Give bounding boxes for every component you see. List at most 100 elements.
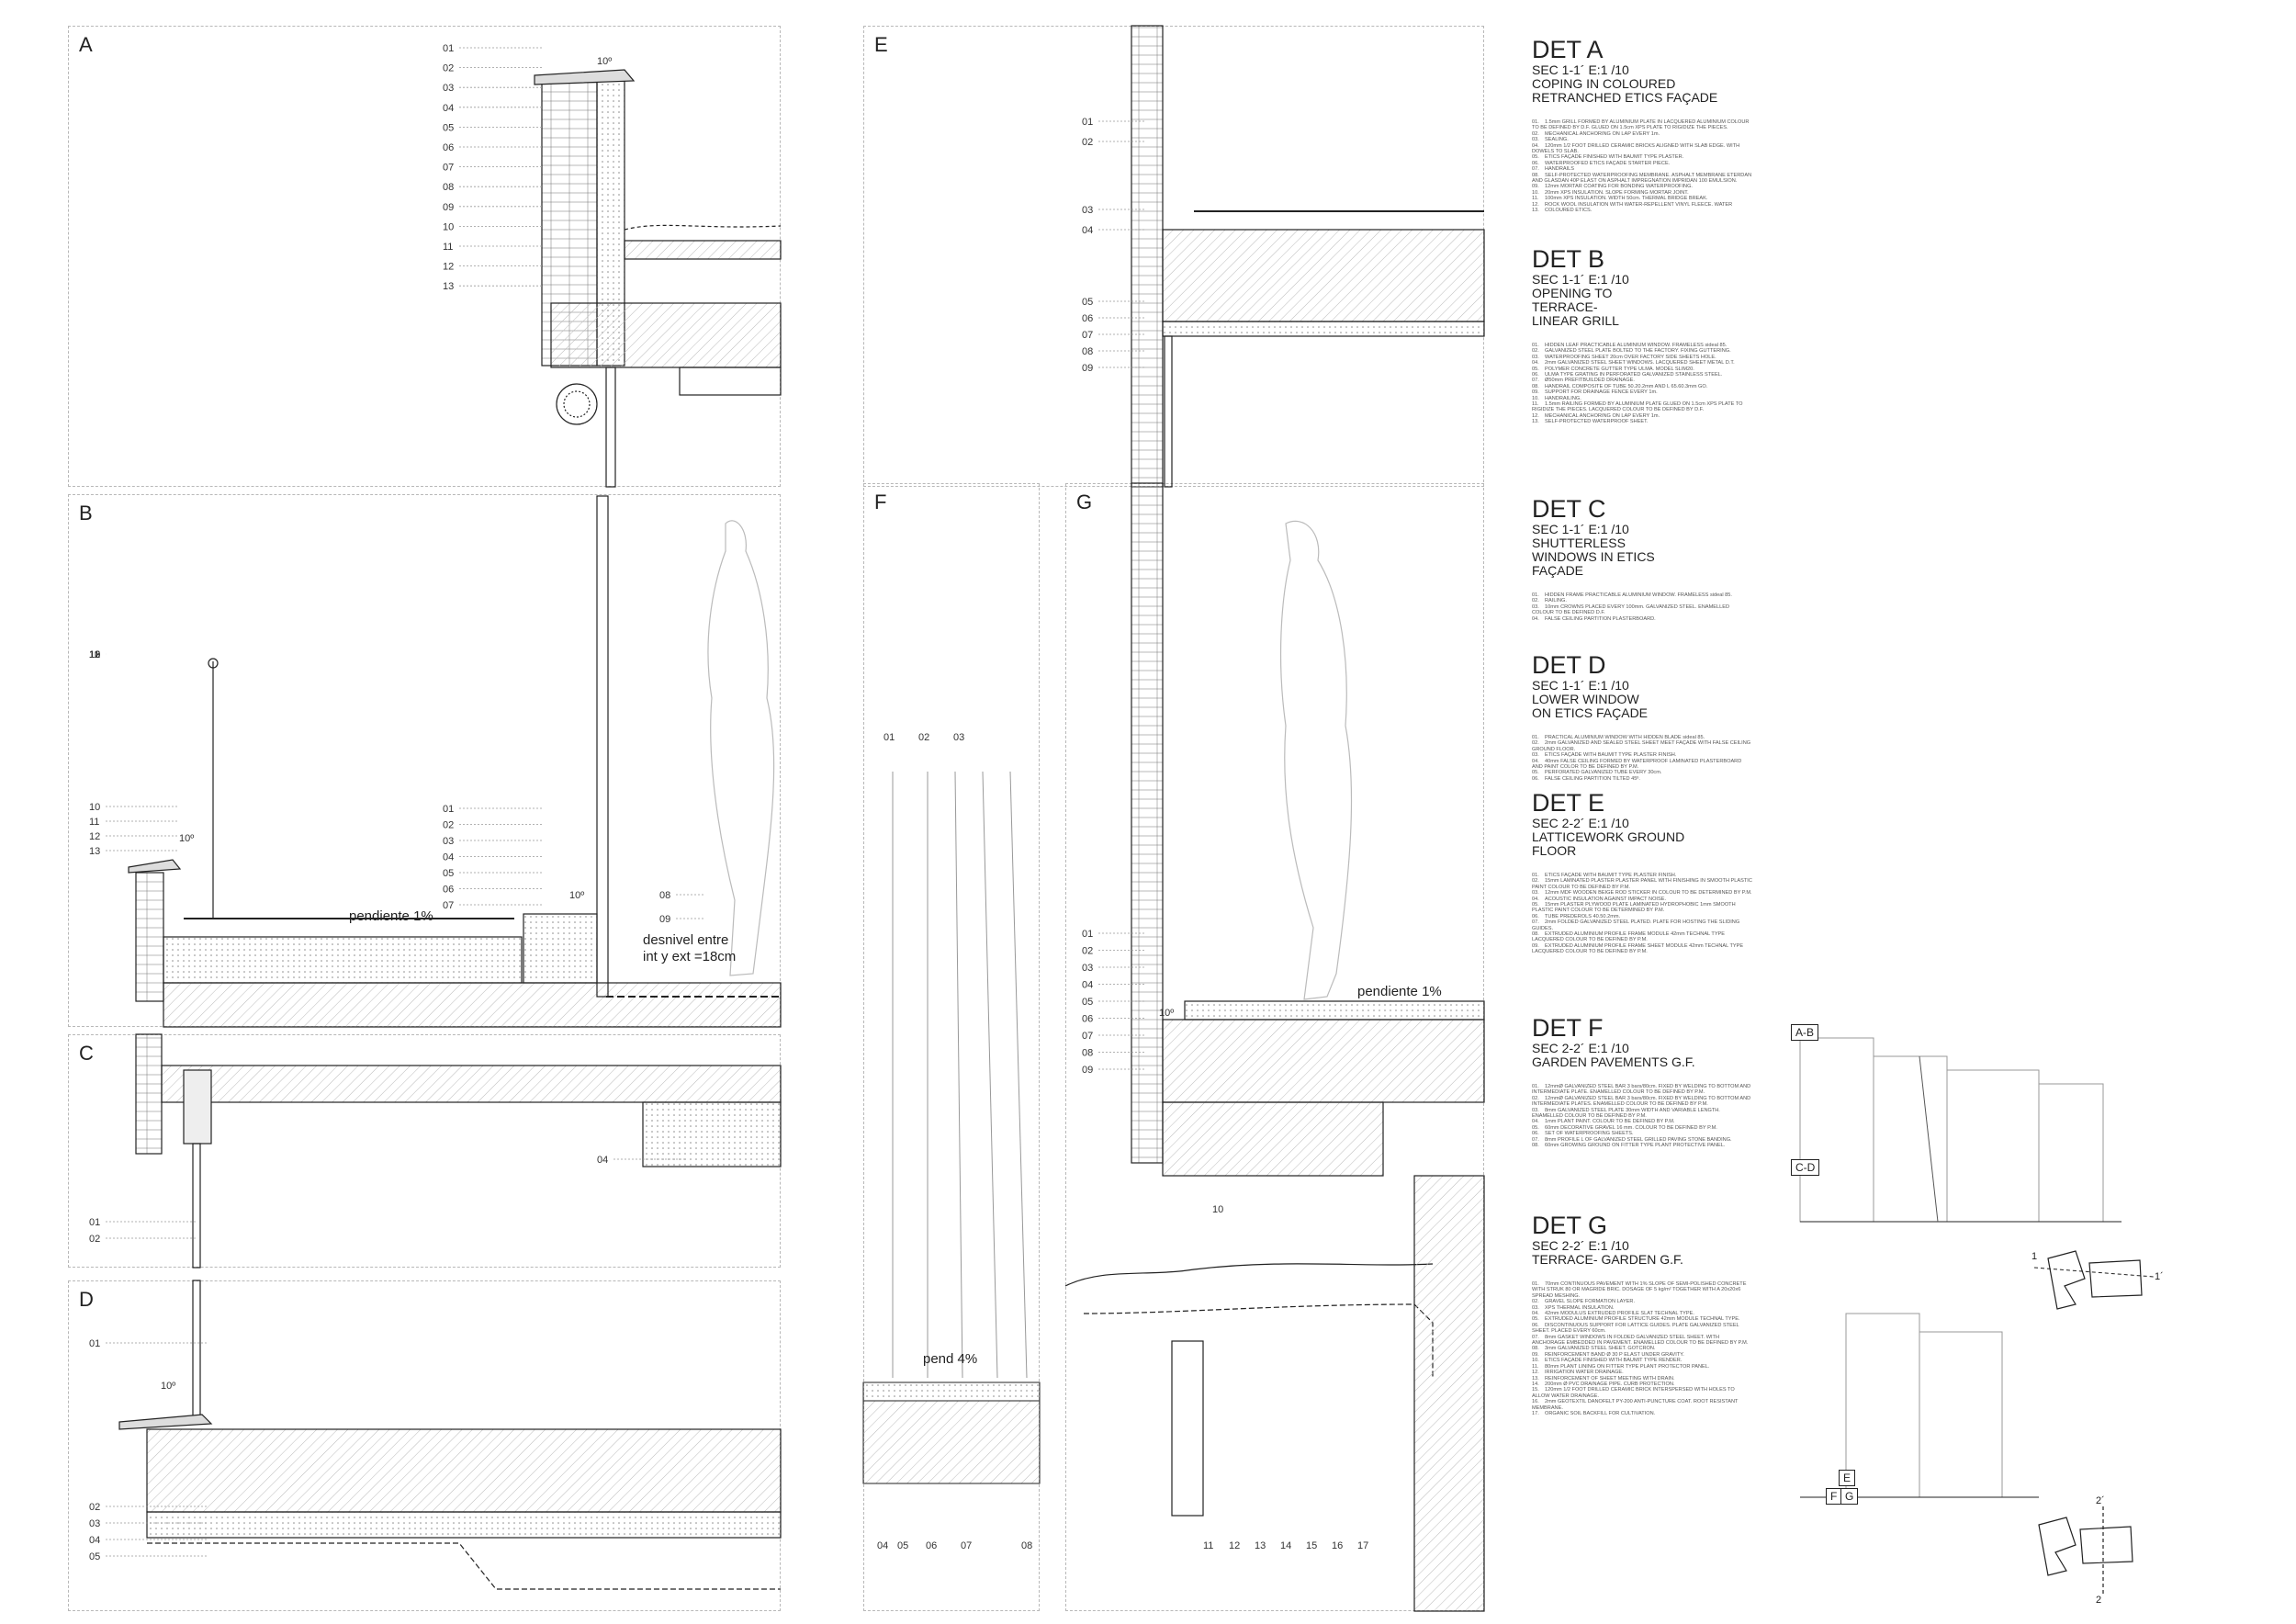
c-window-head [183, 1069, 212, 1145]
key-section-line-1 [2033, 1267, 2155, 1278]
legend-item: 04.42mm MODULUS EXTRUDED PROFILE SLAT TE… [1532, 1311, 1694, 1317]
a-callout: 03 [443, 83, 454, 94]
legend-sub-1: COPING IN COLOURED [1532, 76, 1676, 91]
b-window-mullion [596, 495, 609, 998]
legend-sub-2: WINDOWS IN ETICS [1532, 549, 1655, 564]
a-callout: 12 [443, 262, 454, 273]
legend-item: 11.100mm XPS INSULATION. WIDTH 50cm. THE… [1532, 196, 1708, 202]
legend-item: 01.12mmØ GALVANIZED STEEL BAR 3 bars/80c… [1532, 1084, 1751, 1096]
g-callout: 02 [1082, 946, 1093, 957]
legend-item: 04.2mm GALVANIZED STEEL SHEET WINDOWS. L… [1532, 360, 1735, 367]
g-slab [1162, 1019, 1485, 1103]
b-coping [128, 859, 182, 874]
legend-sub-2: RETRANCHED ETICS FAÇADE [1532, 90, 1718, 105]
legend-item: 02.GALVANIZED STEEL PLATE BOLTED TO THE … [1532, 348, 1731, 355]
b-parapet [135, 872, 164, 1002]
legend-items: 01.HIDDEN FRAME PRACTICABLE ALUMINIUM WI… [1532, 592, 1752, 622]
g-human-figure [1279, 520, 1353, 1000]
legend-sec: SEC 2-2´ E:1 /10 [1532, 816, 1629, 830]
b-slab [163, 982, 782, 1028]
legend-item: 01.HIDDEN LEAF PRACTICABLE ALUMINIUM WIN… [1532, 343, 1728, 348]
legend-item: 01.70mm CONTINUOUS PAVEMENT WITH 1% SLOP… [1532, 1281, 1747, 1299]
panel-label-f: F [874, 491, 887, 513]
legend-items: 01.HIDDEN LEAF PRACTICABLE ALUMINIUM WIN… [1532, 343, 1752, 425]
legend-item: 05.60mm DECORATIVE GRAVEL 16 mm. COLOUR … [1532, 1124, 1717, 1131]
legend-item: 08.60mm GROWING GROUND ON FITTER TYPE PL… [1532, 1143, 1726, 1149]
legend-item: 13.SELF-PROTECTED WATERPROOF SHEET. [1532, 419, 1649, 425]
e-c-callout: 08 [1082, 346, 1093, 357]
b-left-callout: 12 [89, 831, 100, 842]
legend-item: 10.HANDRAILING. [1532, 395, 1581, 401]
legend-items: 01.PRACTICAL ALUMINIUM WINDOW WITH HIDDE… [1532, 735, 1752, 782]
annot-angle-d: 10º [161, 1381, 175, 1392]
legend-item: 15.120mm 1/2 FOOT DRILLED CERAMIC BRICK … [1532, 1387, 1735, 1399]
legend-sub-1: GARDEN PAVEMENTS G.F. [1532, 1054, 1695, 1069]
legend-item: 10.20mm XPS INSULATION. SLOPE FORMING MO… [1532, 189, 1689, 196]
legend-item: 04.FALSE CEILING PARTITION PLASTERBOARD. [1532, 615, 1656, 622]
legend-item: 14.200mm Ø PVC DRAINAGE PIPE. CURB PROTE… [1532, 1381, 1675, 1387]
a-callout: 13 [443, 281, 454, 292]
key-sec2: 2 [2096, 1595, 2102, 1606]
d-top-callout: 01 [89, 1338, 100, 1349]
legend-det-d: DET D SEC 1-1´ E:1 /10 LOWER WINDOW ON E… [1532, 652, 1752, 782]
b-top-callout: 10 [89, 649, 100, 660]
annot-pendiente-g: pendiente 1% [1357, 984, 1442, 999]
c-ceiling [642, 1101, 782, 1167]
f-bottom-callout: 06 [926, 1540, 937, 1551]
g-10-callout: 10 [1212, 1204, 1223, 1215]
legend-item: 16.2mm GEOTEXTIL DANOFELT PY-200 ANTI-PU… [1532, 1399, 1739, 1411]
b-right-callout: 08 [659, 890, 670, 901]
legend-item: 07.2mm FOLDED GALVANIZED STEEL PLATED. P… [1532, 919, 1740, 931]
b-left-callout: 13 [89, 846, 100, 857]
g-bottom-callout: 11 [1203, 1540, 1213, 1551]
b-right-callout: 09 [659, 914, 670, 925]
g-callout: 04 [1082, 980, 1093, 991]
key-label-ab: A-B [1791, 1024, 1819, 1041]
e-wall [1131, 25, 1164, 488]
legend-det-g: DET G SEC 2-2´ E:1 /10 TERRACE- GARDEN G… [1532, 1212, 1752, 1416]
legend-title: DET G [1532, 1212, 1608, 1239]
b-grill-gutter [523, 913, 598, 984]
g-callout: 05 [1082, 997, 1093, 1008]
detail-a-drawing [534, 69, 782, 488]
b-mid-callout: 07 [443, 900, 454, 911]
detail-d-drawing [118, 1280, 782, 1590]
legend-item: 05.ETICS FAÇADE FINISHED WITH BAUMIT TYP… [1532, 154, 1684, 161]
legend-item: 07.8mm GASKET WINDOWS IN FOLDED GALVANIZ… [1532, 1334, 1749, 1347]
legend-title: DET F [1532, 1014, 1604, 1042]
a-callout: 08 [443, 182, 454, 193]
a-callout: 04 [443, 103, 454, 114]
legend-sub-3: LINEAR GRILL [1532, 313, 1619, 328]
legend-item: 03.12mm MDF WOODEN BEIGE ROD STICKER IN … [1532, 890, 1752, 897]
a-callout: 07 [443, 163, 454, 174]
legend-item: 04.ACOUSTIC INSULATION AGAINST IMPACT NO… [1532, 896, 1666, 902]
key-sec1p: 1´ [2155, 1271, 2164, 1282]
b-mid-callout: 02 [443, 820, 454, 831]
legend-item: 07.8mm PROFILE L OF GALVANIZED STEEL GRI… [1532, 1136, 1732, 1143]
d-callout: 05 [89, 1551, 100, 1562]
legend-sec: SEC 2-2´ E:1 /10 [1532, 1238, 1629, 1253]
legend-item: 06.FALSE CEILING PARTITION TILTED 45º. [1532, 775, 1640, 782]
g-bottom-callout: 17 [1357, 1540, 1368, 1551]
key-label-cd: C-D [1791, 1159, 1820, 1176]
c-callout: 01 [89, 1217, 100, 1228]
legend-item: 09.SUPPORT FOR DRAINAGE FENCE EVERY 1m. [1532, 389, 1658, 396]
legend-item: 08.SELF-PROTECTED WATERPROOFING MEMBRANE… [1532, 172, 1752, 185]
legend-item: 12.IRRIGATION WATER DRAINAGE. [1532, 1370, 1624, 1376]
panel-label-a: A [79, 33, 93, 56]
legend-det-c: DET C SEC 1-1´ E:1 /10 SHUTTERLESS WINDO… [1532, 496, 1752, 622]
legend-sec: SEC 1-1´ E:1 /10 [1532, 522, 1629, 536]
g-callout: 09 [1082, 1065, 1093, 1076]
e-c-callout: 07 [1082, 330, 1093, 341]
key-label-f: F [1826, 1488, 1842, 1505]
legend-item: 05.EXTRUDED ALUMINIUM PROFILE STRUCTURE … [1532, 1316, 1740, 1323]
legend-item: 12.ROCK WOOL INSULATION WITH WATER-REPEL… [1532, 201, 1733, 208]
a-ceiling [679, 367, 782, 396]
annot-angle-a: 10º [597, 56, 612, 67]
legend-item: 03.SEALING. [1532, 137, 1569, 143]
g-callout: 08 [1082, 1048, 1093, 1059]
legend-items: 01.1.5mm GRILL FORMED BY ALUMINIUM PLATE… [1532, 119, 1752, 214]
c-slab [161, 1065, 782, 1103]
legend-sub-1: OPENING TO [1532, 286, 1613, 300]
legend-item: 02.12mmØ GALVANIZED STEEL BAR 3 bars/80c… [1532, 1095, 1751, 1108]
